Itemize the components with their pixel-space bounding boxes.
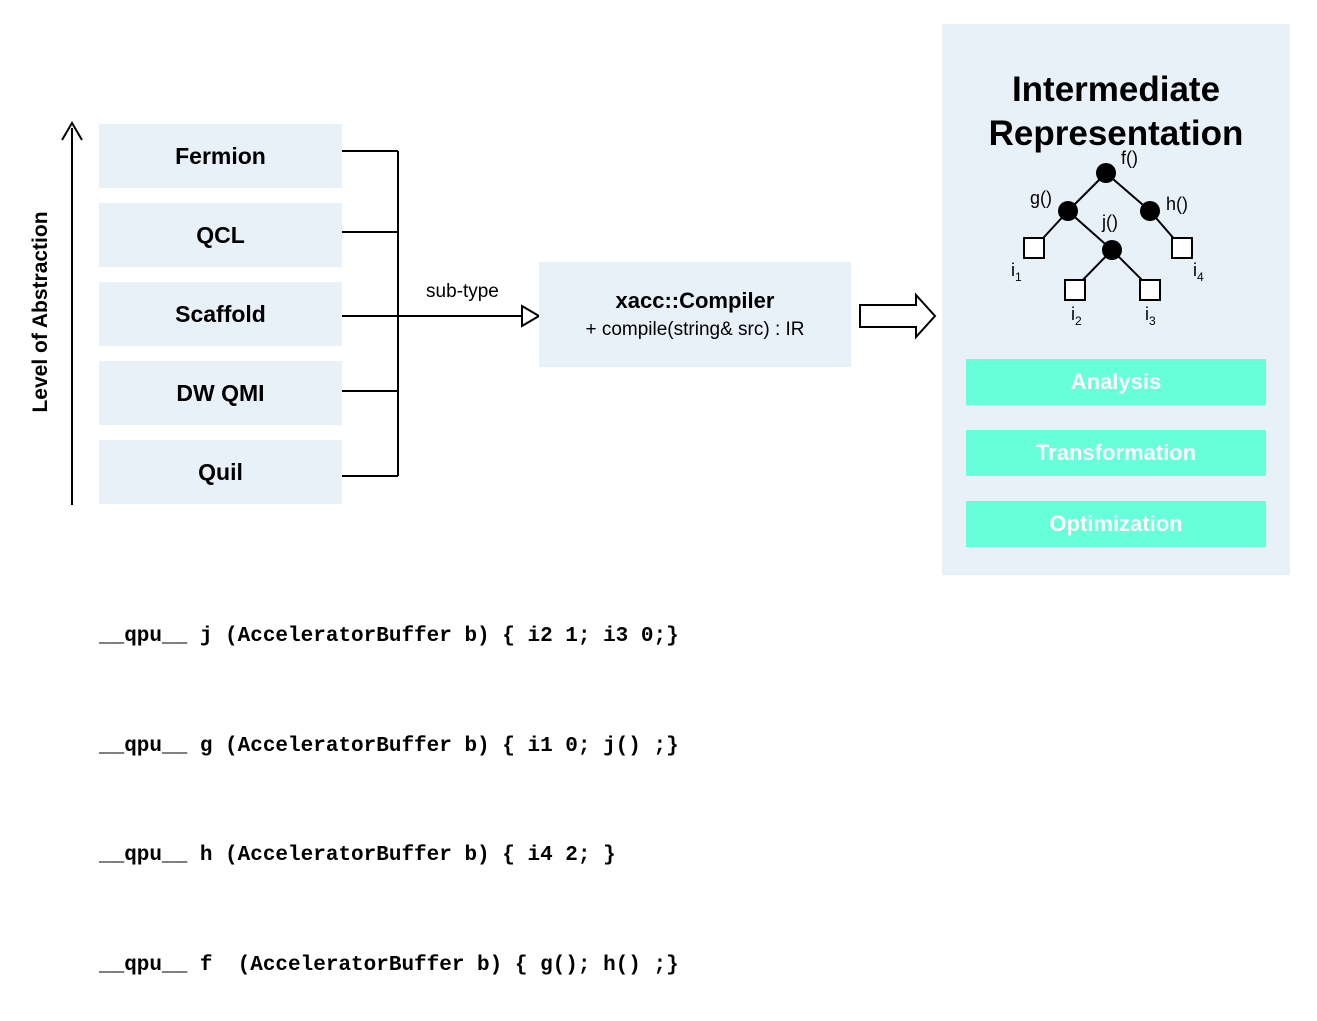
leaf-node-i1 [1023, 237, 1045, 259]
optimization-box: Optimization [966, 501, 1266, 547]
compiler-method: + compile(string& src) : IR [585, 319, 805, 340]
leaf-label-i1: i1 [1011, 260, 1022, 284]
leaf-label-i2: i2 [1071, 304, 1082, 328]
tree-label-f: f() [1121, 148, 1138, 168]
language-box-fermion: Fermion [99, 124, 342, 188]
compiler-box: xacc::Compiler + compile(string& src) : … [539, 262, 851, 367]
code-line: __qpu__ h (AcceleratorBuffer b) { i4 2; … [99, 844, 616, 867]
ir-title-line1: Intermediate [1011, 70, 1221, 109]
code-line: __qpu__ g (AcceleratorBuffer b) { i1 0; … [99, 734, 679, 758]
leaf-node-i3 [1139, 279, 1161, 301]
compiler-title: xacc::Compiler [615, 288, 775, 313]
ir-title: Intermediate Representation [942, 68, 1290, 156]
tree-leaves [1023, 237, 1193, 301]
code-line: __qpu__ f (AcceleratorBuffer b) { g(); h… [99, 953, 679, 977]
language-box-qcl: QCL [99, 203, 342, 267]
compile-to-ir-arrow [859, 292, 937, 340]
language-box-dw-qmi: DW QMI [99, 361, 342, 425]
transformation-box: Transformation [966, 430, 1266, 476]
tree-node-j [1102, 240, 1122, 260]
language-box-scaffold: Scaffold [99, 282, 342, 346]
ir-panel: Intermediate Representation f() g() [942, 24, 1290, 575]
leaf-label-i3: i3 [1145, 304, 1156, 328]
code-line: __qpu__ j (AcceleratorBuffer b) { i2 1; … [99, 625, 679, 648]
tree-label-h: h() [1166, 194, 1188, 214]
language-box-quil: Quil [99, 440, 342, 504]
tree-node-f [1096, 163, 1116, 183]
tree-label-g: g() [1030, 188, 1052, 208]
sub-type-arrowhead [521, 304, 541, 328]
tree-node-g [1058, 201, 1078, 221]
connector-lines [342, 150, 937, 477]
ir-title-line2: Representation [988, 114, 1244, 153]
abstraction-axis [61, 121, 83, 505]
tree-label-j: j() [1101, 212, 1118, 232]
leaf-node-i2 [1064, 279, 1086, 301]
ir-tree: f() g() h() j() i1 i4 i2 i3 [1011, 148, 1204, 328]
tree-node-h [1140, 201, 1160, 221]
leaf-label-i4: i4 [1193, 260, 1204, 284]
leaf-node-i4 [1171, 237, 1193, 259]
analysis-box: Analysis [966, 359, 1266, 405]
code-listing: __qpu__ j (AcceleratorBuffer b) { i2 1; … [99, 546, 679, 1021]
sub-type-label: sub-type [426, 281, 499, 302]
